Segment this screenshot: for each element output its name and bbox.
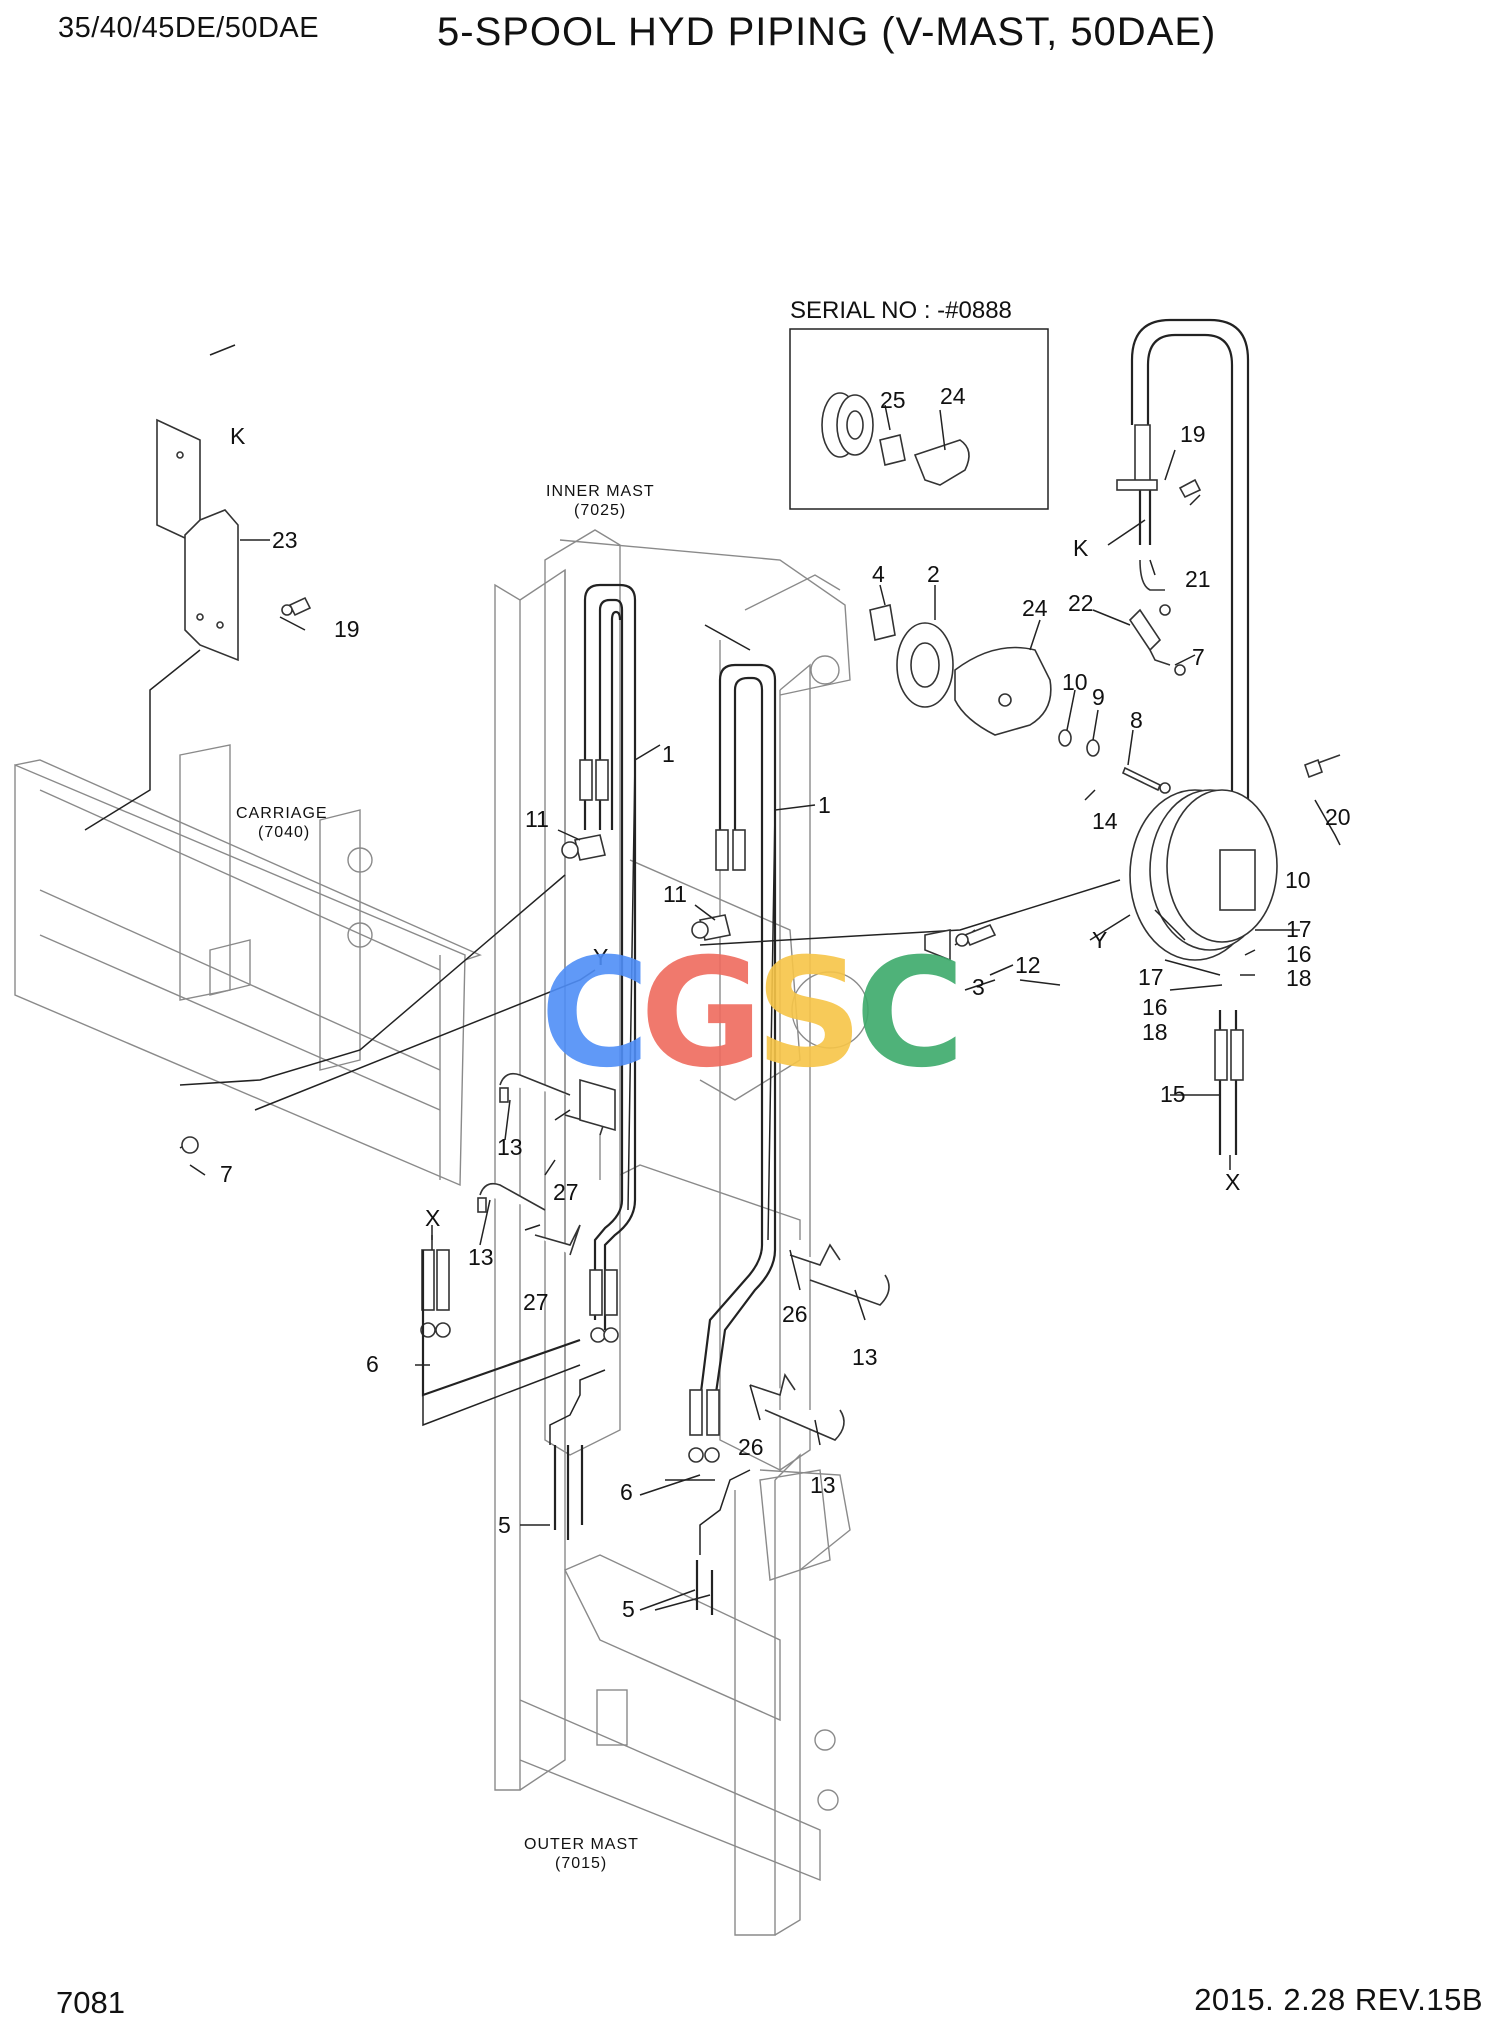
callout-4: 4 [872, 561, 885, 587]
clamps [477, 1072, 890, 1441]
callout-6-left: 6 [366, 1351, 379, 1377]
connection-y-left: Y [593, 944, 608, 970]
callout-1-left: 1 [662, 741, 675, 767]
callout-9: 9 [1092, 684, 1105, 710]
revision-date: 2015. 2.28 REV.15B [1194, 1982, 1483, 2017]
watermark-letter-g: G [640, 927, 763, 1101]
callout-25: 25 [880, 387, 906, 413]
callout-27-lower: 27 [523, 1289, 549, 1315]
callout-13-right-upper: 13 [852, 1344, 878, 1370]
callout-20: 20 [1325, 804, 1351, 830]
watermark-letter-c1: C [540, 927, 650, 1101]
connection-k-right: K [1073, 535, 1089, 561]
callout-24-inset: 24 [940, 383, 966, 409]
callout-26-upper: 26 [782, 1301, 808, 1327]
serial-inset [789, 328, 1049, 510]
carriage-code: (7040) [258, 824, 310, 841]
callout-10-lower: 10 [1285, 867, 1311, 893]
watermark-logo: C G S C [540, 927, 965, 1101]
outer-mast-code: (7015) [555, 1855, 607, 1872]
callout-26-lower: 26 [738, 1434, 764, 1460]
hose-set-left [583, 583, 777, 1401]
callout-1-right: 1 [818, 792, 831, 818]
hose-set-x-right [1214, 758, 1324, 1155]
callout-27-upper: 27 [553, 1179, 579, 1205]
leader-lines [179, 344, 1341, 1611]
callout-7-right: 7 [1192, 644, 1205, 670]
callout-19-right: 19 [1180, 421, 1206, 447]
callout-19-left: 19 [334, 616, 360, 642]
sheave-part-14 [1129, 789, 1278, 961]
tubes-part-5 [549, 1369, 751, 1615]
callout-13-right-lower: 13 [810, 1472, 836, 1498]
callout-11-left: 11 [525, 806, 549, 832]
connection-k-left: K [230, 423, 246, 449]
inner-mast-label: INNER MAST [546, 483, 655, 500]
callout-24: 24 [1022, 595, 1048, 621]
callout-10-upper: 10 [1062, 669, 1088, 695]
callout-17-right: 17 [1286, 916, 1312, 942]
callout-22: 22 [1068, 590, 1094, 616]
hose-set-x-left [421, 1250, 581, 1427]
page-title: 5-SPOOL HYD PIPING (V-MAST, 50DAE) [437, 10, 1217, 54]
callout-13-lower: 13 [468, 1244, 494, 1270]
callout-16-right: 16 [1286, 941, 1312, 967]
connection-y-right: Y [1092, 927, 1107, 953]
callout-14: 14 [1092, 808, 1118, 834]
carriage-label: CARRIAGE [236, 805, 328, 822]
callout-18-left: 18 [1142, 1019, 1168, 1045]
inner-mast-code: (7025) [574, 502, 626, 519]
callout-21: 21 [1185, 566, 1211, 592]
callout-3: 3 [972, 974, 985, 1000]
callout-15: 15 [1160, 1081, 1186, 1107]
callout-17-left: 17 [1138, 964, 1164, 990]
callout-8: 8 [1130, 707, 1143, 733]
watermark-letter-c2: C [855, 927, 965, 1101]
callout-5-upper: 5 [498, 1512, 511, 1538]
callout-2: 2 [927, 561, 940, 587]
outer-mast-drawing [494, 568, 851, 1936]
callout-7-left: 7 [220, 1161, 233, 1187]
outer-mast-label: OUTER MAST [524, 1836, 639, 1853]
fasteners [181, 478, 1341, 1154]
sheave-assembly [704, 604, 1171, 794]
connection-x-left: X [425, 1205, 440, 1231]
watermark-letter-s: S [755, 927, 863, 1101]
callout-12: 12 [1015, 952, 1041, 978]
callout-5-lower: 5 [622, 1596, 635, 1622]
callout-13-upper: 13 [497, 1134, 523, 1160]
inner-mast-drawing [544, 529, 869, 1472]
callout-6-center: 6 [620, 1479, 633, 1505]
hose-loop-right [1116, 318, 1250, 820]
callout-18-right: 18 [1286, 965, 1312, 991]
connection-x-right: X [1225, 1169, 1240, 1195]
bracket-part-23 [84, 418, 239, 831]
page-number: 7081 [56, 1985, 125, 2020]
carriage-drawing [14, 744, 482, 1187]
serial-number-label: SERIAL NO : -#0888 [790, 297, 1012, 324]
callout-11-right: 11 [663, 881, 687, 907]
callout-16-left: 16 [1142, 994, 1168, 1020]
model-number: 35/40/45DE/50DAE [58, 12, 320, 44]
callout-23: 23 [272, 527, 298, 553]
